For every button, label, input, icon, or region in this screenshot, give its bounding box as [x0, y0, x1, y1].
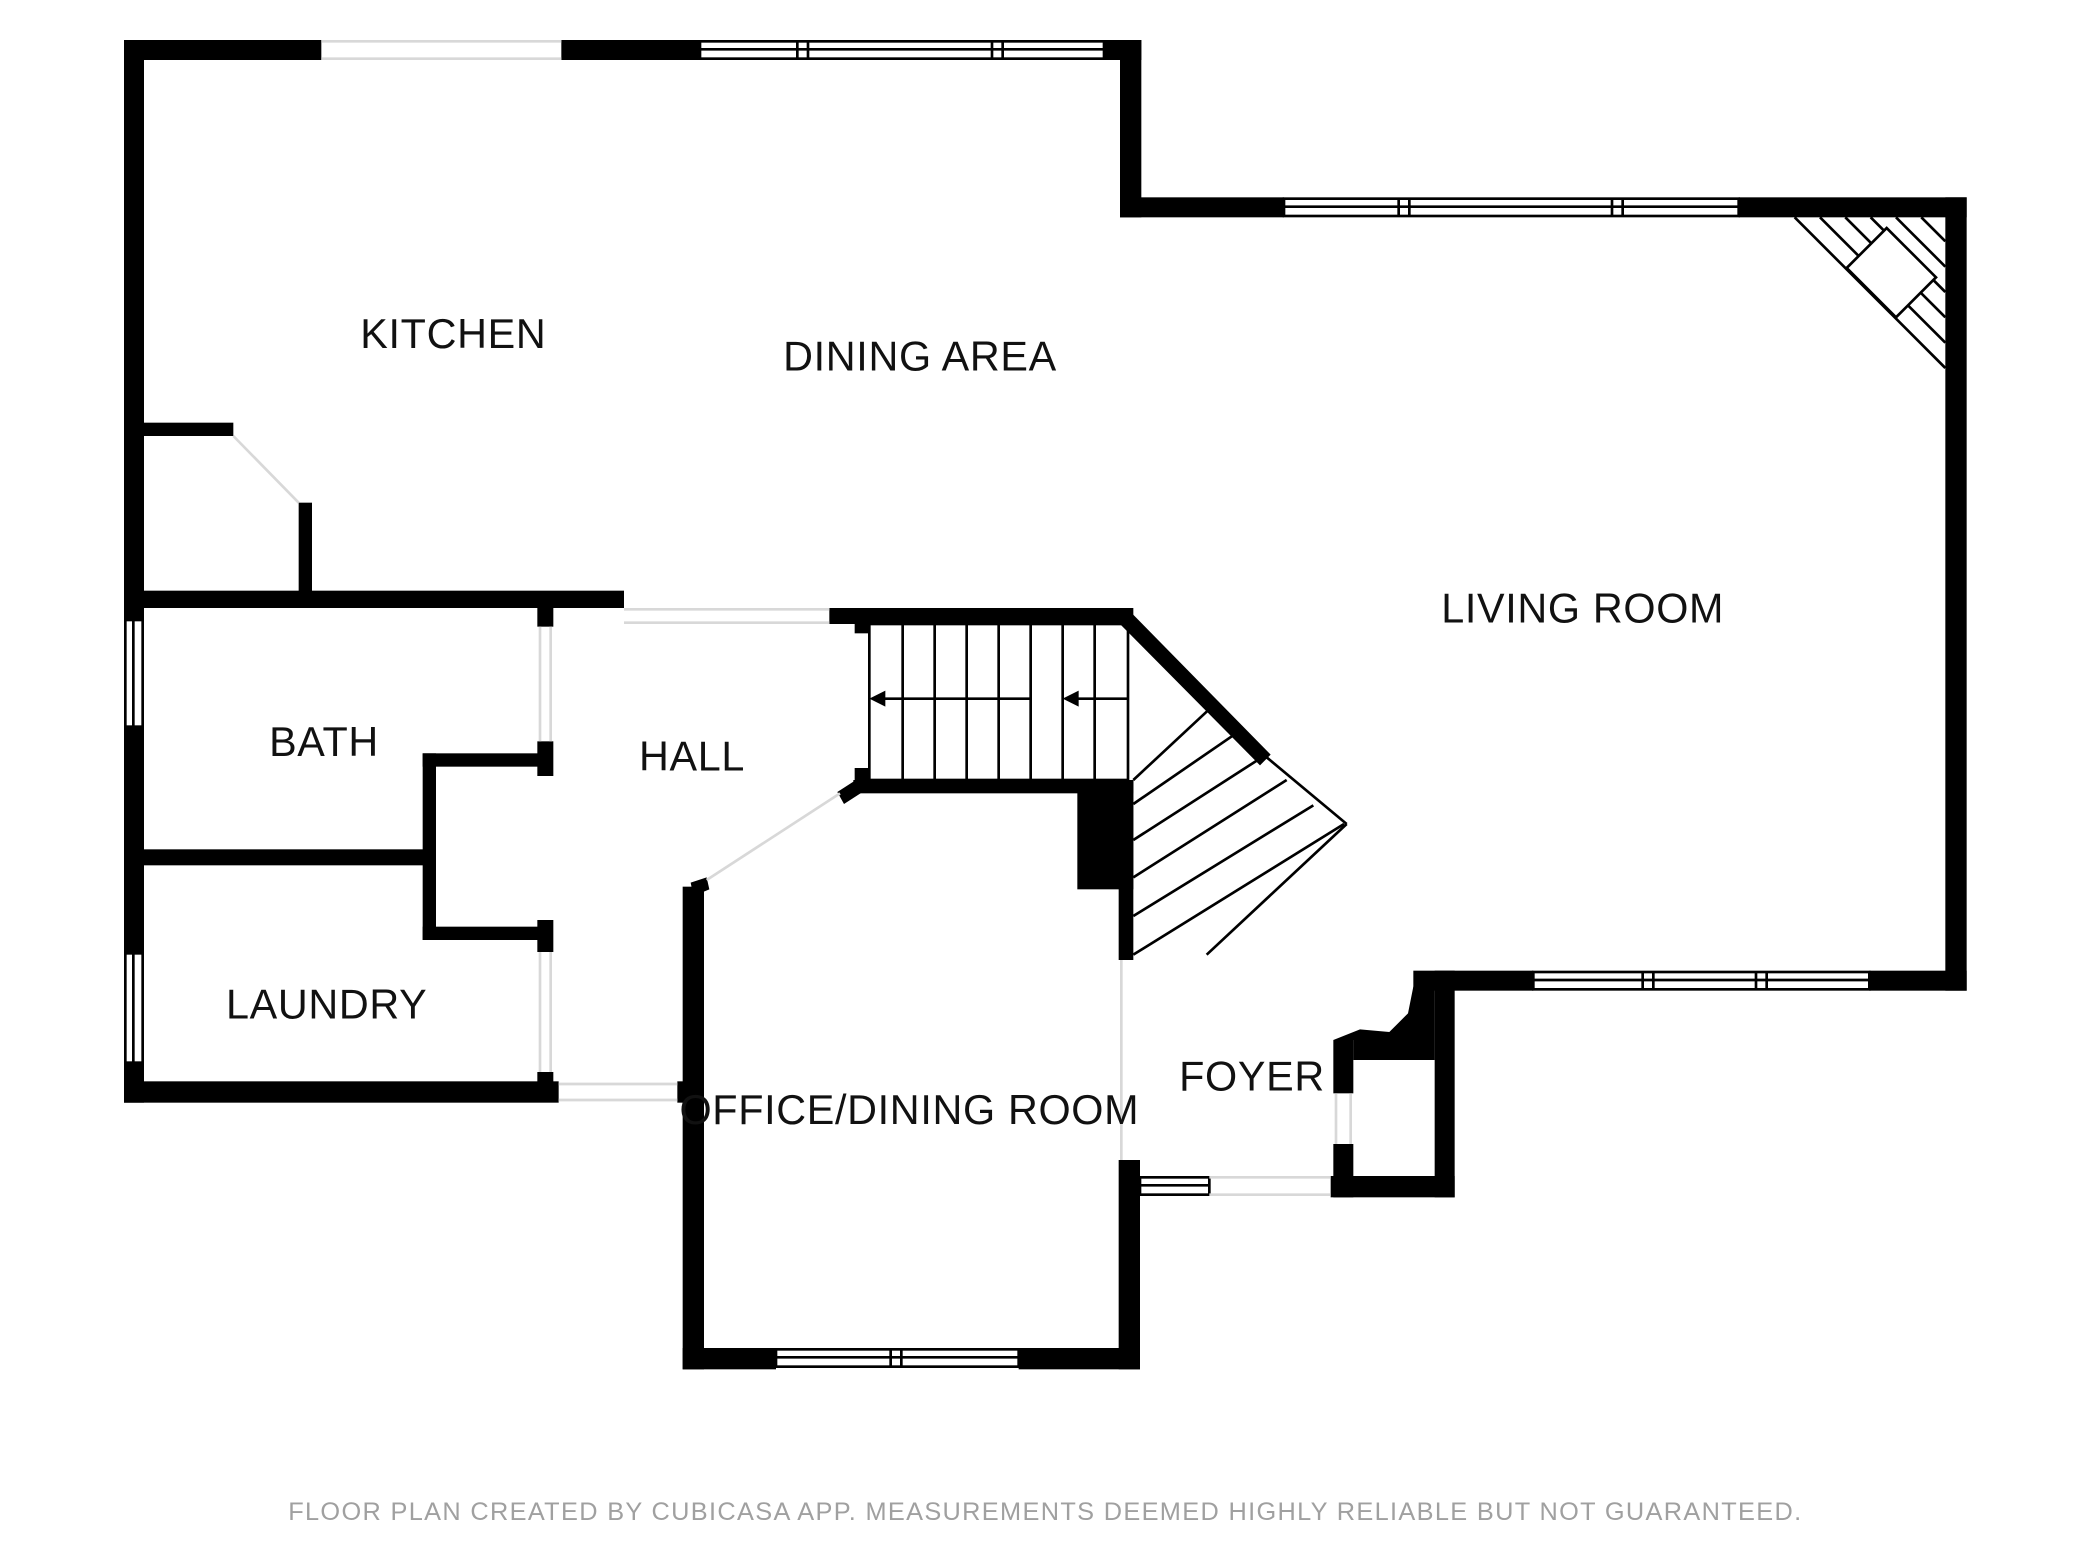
- window-bath: [124, 618, 144, 728]
- room-label-kitchen: KITCHEN: [360, 311, 546, 357]
- windows: [124, 40, 1871, 1368]
- disclaimer-text: FLOOR PLAN CREATED BY CUBICASA APP. MEAS…: [288, 1498, 1802, 1526]
- room-label-living-room: LIVING ROOM: [1441, 586, 1724, 632]
- room-label-hall: HALL: [639, 734, 745, 780]
- room-label-dining-area: DINING AREA: [783, 334, 1057, 380]
- window-foyer: [1138, 1176, 1211, 1196]
- room-label-office-dining-room: OFFICE/DINING ROOM: [679, 1087, 1139, 1133]
- window-office: [774, 1348, 1020, 1368]
- exterior-walls: [124, 40, 1967, 1370]
- window-living-top: [1282, 197, 1740, 218]
- interior-walls: [144, 422, 1271, 1088]
- window-living-bottom: [1532, 970, 1871, 991]
- room-label-laundry: LAUNDRY: [226, 982, 427, 1028]
- fireplace: [1793, 216, 1947, 369]
- door-openings: [232, 40, 1352, 1196]
- room-label-bath: BATH: [269, 719, 379, 765]
- window-laundry: [124, 952, 144, 1064]
- staircase: [868, 622, 1348, 956]
- room-labels: KITCHEN DINING AREA LIVING ROOM BATH HAL…: [226, 311, 1724, 1133]
- window-top: [698, 40, 1106, 60]
- room-label-foyer: FOYER: [1179, 1054, 1325, 1100]
